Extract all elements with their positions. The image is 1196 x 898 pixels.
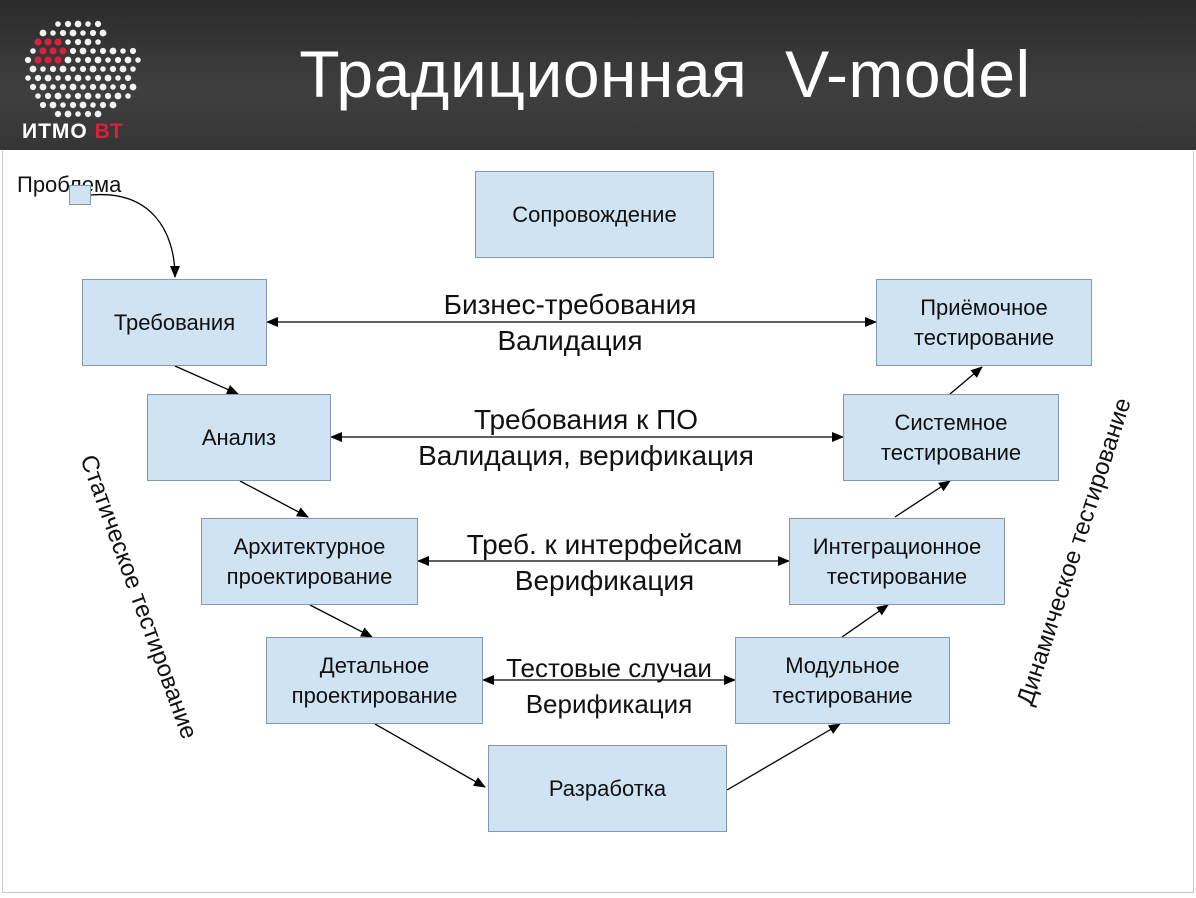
arrow-integration-to-system bbox=[894, 480, 951, 518]
arrow-architecture-to-detailed bbox=[309, 604, 373, 638]
itmo-logo bbox=[24, 20, 141, 118]
arrow-system-to-acceptance bbox=[949, 366, 983, 395]
box-detailed: Детальное проектирование bbox=[266, 637, 483, 724]
box-architecture: Архитектурное проектирование bbox=[201, 518, 418, 605]
relation-software-top: Требования к ПО bbox=[473, 404, 699, 435]
relation-interface-bottom: Верификация bbox=[514, 565, 695, 596]
logo-text-accent: ВТ bbox=[94, 120, 124, 143]
box-system-testing: Системное тестирование bbox=[843, 394, 1059, 481]
slide-title: Традиционная V-model bbox=[299, 37, 1031, 111]
box-integration-testing: Интеграционное тестирование bbox=[789, 518, 1005, 605]
relation-tests-top: Тестовые случаи bbox=[506, 653, 712, 683]
box-support: Сопровождение bbox=[475, 171, 714, 258]
logo-text: ИТМО ВТ bbox=[22, 120, 124, 144]
arrow-analysis-to-architecture bbox=[239, 480, 309, 518]
relation-business-top: Бизнес-требования bbox=[443, 289, 697, 320]
header-bar: ИТМО ВТ Традиционная V-model bbox=[0, 0, 1196, 150]
relation-tests-bottom: Верификация bbox=[525, 689, 693, 719]
arrow-detailed-to-development bbox=[374, 723, 486, 788]
relation-software: Требования к ПО Валидация, верификация bbox=[386, 402, 786, 474]
relation-business-bottom: Валидация bbox=[497, 325, 643, 356]
box-analysis: Анализ bbox=[147, 394, 331, 481]
box-development: Разработка bbox=[488, 745, 727, 832]
box-unit-testing: Модульное тестирование bbox=[735, 637, 950, 724]
box-acceptance-testing: Приёмочное тестирование bbox=[876, 279, 1092, 366]
box-requirements: Требования bbox=[82, 279, 267, 366]
arrow-requirements-to-analysis bbox=[174, 365, 239, 395]
relation-interface-top: Треб. к интерфейсам bbox=[466, 529, 743, 560]
start-node bbox=[69, 185, 91, 205]
arrow-problem-to-requirements bbox=[90, 193, 180, 278]
relation-software-bottom: Валидация, верификация bbox=[418, 440, 754, 471]
arrow-development-to-unit bbox=[726, 723, 841, 791]
relation-interface: Треб. к интерфейсам Верификация bbox=[432, 527, 777, 599]
relation-tests: Тестовые случаи Верификация bbox=[484, 650, 734, 722]
logo-text-main: ИТМО bbox=[22, 120, 95, 143]
relation-business: Бизнес-требования Валидация bbox=[400, 287, 740, 359]
arrow-unit-to-integration bbox=[841, 604, 889, 638]
